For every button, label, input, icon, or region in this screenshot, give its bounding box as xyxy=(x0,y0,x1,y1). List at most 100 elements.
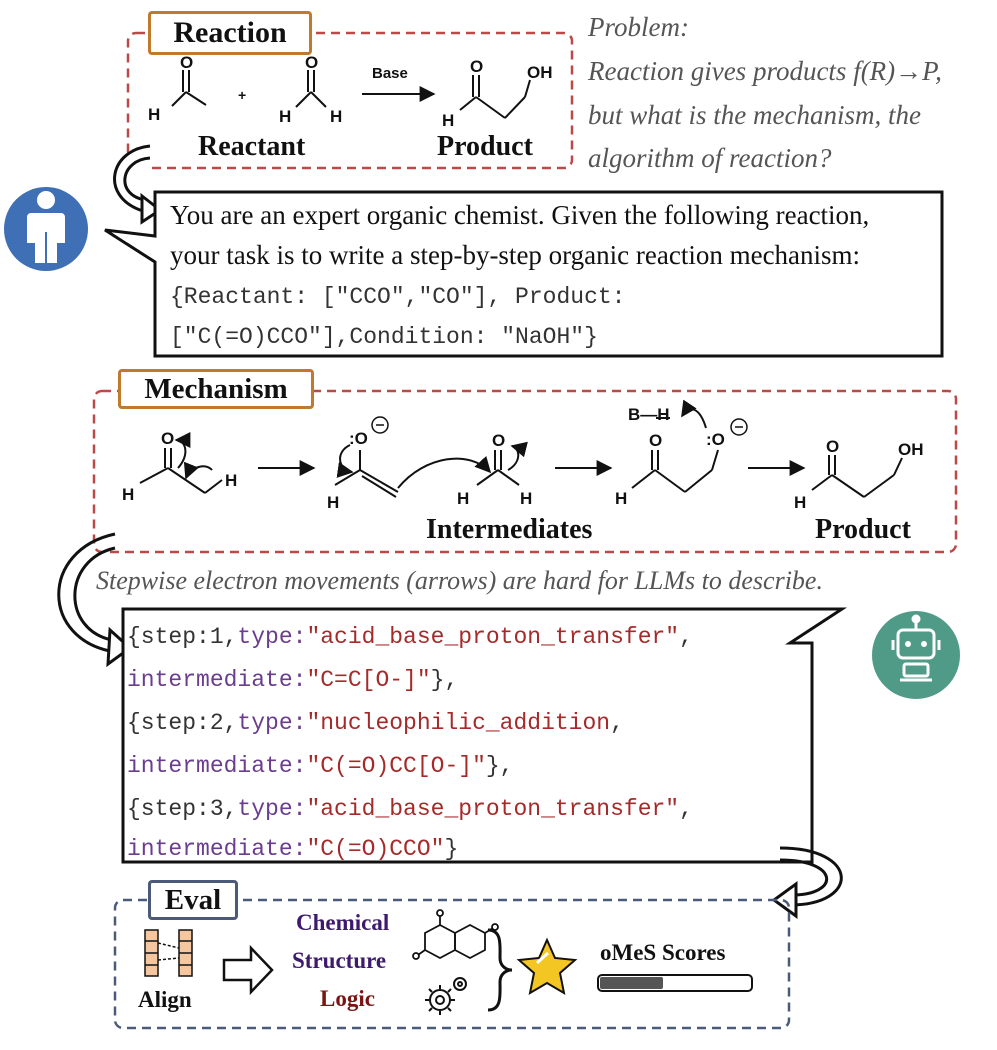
condition-label: Base xyxy=(372,65,408,82)
svg-text:+: + xyxy=(238,87,246,103)
steps-speech-box xyxy=(121,607,848,864)
step-3-int-val: "C(=O)CCO" xyxy=(306,836,445,862)
svg-text:H: H xyxy=(330,107,342,126)
structure-label: Structure xyxy=(292,948,387,973)
robot-icon xyxy=(891,614,941,682)
mech-alkoxide xyxy=(631,399,719,493)
reaction-dashed-box xyxy=(126,31,574,170)
problem-line-1: Problem: xyxy=(588,12,689,42)
step-1-type-key: type: xyxy=(237,624,307,650)
step-3-type-key: type: xyxy=(237,796,307,822)
svg-text:OH: OH xyxy=(898,440,924,459)
svg-text:H: H xyxy=(327,493,339,512)
svg-text:O: O xyxy=(492,431,505,450)
reactant-acetaldehyde xyxy=(171,70,207,107)
mech-acetaldehyde xyxy=(139,432,223,494)
robot-circle xyxy=(872,611,960,699)
step-3-line-a: {step:3,type:"acid_base_proton_transfer"… xyxy=(127,796,693,822)
score-bar-fill xyxy=(600,977,663,989)
mech-formaldehyde xyxy=(476,441,528,486)
prompt-code-2: ["C(=O)CCO"],Condition: "NaOH"} xyxy=(170,324,598,350)
mech-product xyxy=(811,455,903,498)
curved-arrow-3 xyxy=(779,846,843,907)
step-2-line-b: intermediate:"C(=O)CC[O-]"}, xyxy=(127,753,513,779)
svg-text:H: H xyxy=(442,111,454,130)
base-label: B—H xyxy=(628,405,670,424)
step-2-int-val: "C(=O)CC[O-]" xyxy=(306,753,486,779)
mechanism-dashed-box xyxy=(92,389,958,554)
align-label: Align xyxy=(138,987,192,1012)
svg-text:H: H xyxy=(279,107,291,126)
reactant-formaldehyde xyxy=(295,70,327,108)
svg-text:O: O xyxy=(180,53,193,72)
svg-text:H: H xyxy=(457,489,469,508)
step-3-int-key: intermediate: xyxy=(127,836,307,862)
eval-dashed-box xyxy=(113,898,791,1030)
svg-text:O: O xyxy=(305,53,318,72)
problem-line-4: algorithm of reaction? xyxy=(588,143,832,173)
step-1-int-val: "C=C[O-]" xyxy=(306,667,431,693)
svg-text:H: H xyxy=(148,105,160,124)
svg-text::O: :O xyxy=(349,429,368,448)
chemical-label: Chemical xyxy=(296,910,390,935)
gear-icon xyxy=(425,977,467,1015)
step-2-prefix: {step:2, xyxy=(127,710,238,736)
svg-text:O: O xyxy=(649,431,662,450)
note-text: Stepwise electron movements (arrows) are… xyxy=(96,566,823,595)
step-1-int-key: intermediate: xyxy=(127,667,307,693)
step-2-int-key: intermediate: xyxy=(127,753,307,779)
step-1-type-val: "acid_base_proton_transfer" xyxy=(306,624,680,650)
svg-text:H: H xyxy=(520,489,532,508)
svg-text:OH: OH xyxy=(527,63,553,82)
step-3-end: } xyxy=(444,836,459,862)
svg-text:O: O xyxy=(826,437,839,456)
user-icon xyxy=(27,191,65,263)
reactant-label: Reactant xyxy=(198,131,306,162)
problem-line-2: Reaction gives products f(R)→P, xyxy=(588,56,942,86)
svg-text:O: O xyxy=(161,429,174,448)
curved-arrow-2 xyxy=(57,532,116,654)
step-2-type-key: type: xyxy=(237,710,307,736)
scores-label: oMeS Scores xyxy=(600,940,726,965)
molecule-icon xyxy=(412,909,499,960)
step-2-suffix: , xyxy=(610,710,624,736)
svg-text:H: H xyxy=(615,489,627,508)
problem-line-3: but what is the mechanism, the xyxy=(588,100,921,130)
prompt-code-1: {Reactant: ["CCO","CO"], Product: xyxy=(170,284,626,310)
align-icon xyxy=(144,929,193,977)
product-label: Product xyxy=(437,131,533,162)
mech-enolate xyxy=(334,444,492,498)
star-icon xyxy=(516,937,578,995)
step-1-line-a: {step:1,type:"acid_base_proton_transfer"… xyxy=(127,624,693,650)
step-1-prefix: {step:1, xyxy=(127,624,238,650)
step-3-type-val: "acid_base_proton_transfer" xyxy=(306,796,680,822)
prompt-line-2: your task is to write a step-by-step org… xyxy=(170,240,861,270)
logic-label: Logic xyxy=(320,986,375,1011)
intermediates-label: Intermediates xyxy=(426,514,593,545)
step-2-line-a: {step:2,type:"nucleophilic_addition, xyxy=(127,710,624,736)
prompt-speech-box xyxy=(104,190,944,358)
step-1-suffix: , xyxy=(679,624,693,650)
mechanism-label: Mechanism xyxy=(118,369,314,409)
step-2-type-val: "nucleophilic_addition xyxy=(306,710,611,736)
prompt-line-1: You are an expert organic chemist. Given… xyxy=(170,200,870,230)
svg-text::O: :O xyxy=(706,430,725,449)
svg-text:H: H xyxy=(794,493,806,512)
mech-product-label: Product xyxy=(815,514,911,545)
step-1-end: }, xyxy=(430,667,459,693)
svg-text:O: O xyxy=(470,57,483,76)
svg-text:H: H xyxy=(122,485,134,504)
reaction-label: Reaction xyxy=(148,11,312,55)
step-1-line-b: intermediate:"C=C[O-]"}, xyxy=(127,667,458,693)
svg-text:H: H xyxy=(225,471,237,490)
step-3-suffix: , xyxy=(679,796,693,822)
eval-label: Eval xyxy=(148,880,238,920)
step-3-line-b: intermediate:"C(=O)CCO"} xyxy=(127,836,458,862)
step-3-prefix: {step:3, xyxy=(127,796,238,822)
eval-brace xyxy=(487,928,513,1012)
step-2-end: }, xyxy=(485,753,514,779)
eval-hollow-arrow xyxy=(222,944,274,996)
reaction-product-structure xyxy=(459,75,531,119)
